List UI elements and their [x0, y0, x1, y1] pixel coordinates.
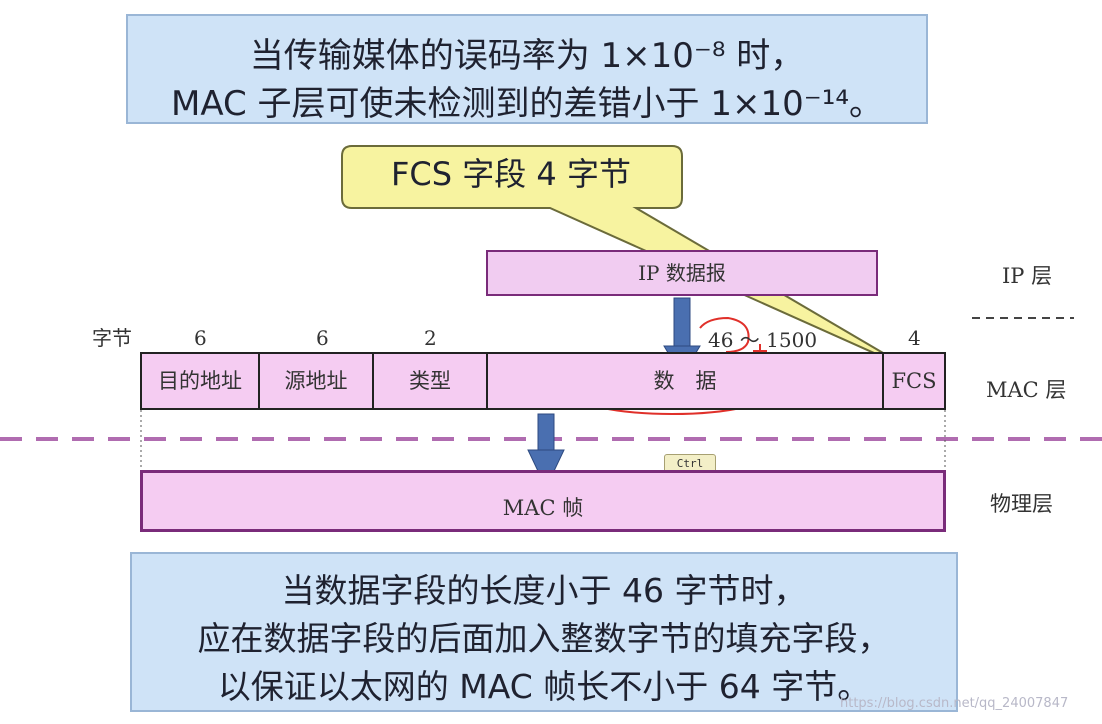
byte-count-data: 46 ～ 1500 — [708, 328, 818, 352]
ctrl-key-badge: Ctrl — [664, 454, 716, 474]
watermark: https://blog.csdn.net/qq_24007847 — [840, 696, 1069, 711]
top-note-box: 当传输媒体的误码率为 1×10⁻⁸ 时， MAC 子层可使未检测到的差错小于 1… — [126, 14, 928, 124]
fcs-callout: FCS 字段 4 字节 — [391, 155, 631, 193]
field-type: 类型 — [374, 354, 488, 408]
mac-frame-fields: 目的地址 源地址 类型 数 据 FCS — [140, 352, 946, 410]
byte-count-type: 2 — [424, 326, 437, 350]
bottom-note-line-2: 应在数据字段的后面加入整数字节的填充字段， — [197, 619, 891, 658]
byte-row-label: 字节 — [92, 326, 132, 350]
mac-frame-box: MAC 帧 — [140, 470, 946, 532]
field-dest-address: 目的地址 — [142, 354, 260, 408]
bottom-note-line-3: 以保证以太网的 MAC 帧长不小于 64 字节。 — [217, 667, 871, 706]
bottom-note-box: 当数据字段的长度小于 46 字节时， 应在数据字段的后面加入整数字节的填充字段，… — [130, 552, 958, 712]
field-src-address: 源地址 — [260, 354, 374, 408]
byte-count-src: 6 — [316, 326, 329, 350]
byte-count-dest: 6 — [194, 326, 207, 350]
layer-label-ip: IP 层 — [1002, 264, 1053, 288]
top-note-line-1: 当传输媒体的误码率为 1×10⁻⁸ 时， — [249, 36, 805, 76]
ip-datagram-box: IP 数据报 — [486, 250, 878, 296]
bottom-note-line-1: 当数据字段的长度小于 46 字节时， — [281, 571, 807, 610]
down-arrow-mac-to-physical — [527, 413, 565, 490]
field-data: 数 据 — [488, 354, 884, 408]
field-fcs: FCS — [891, 369, 937, 393]
layer-label-mac: MAC 层 — [986, 378, 1067, 402]
byte-count-fcs: 4 — [908, 326, 921, 350]
top-note-line-2: MAC 子层可使未检测到的差错小于 1×10⁻¹⁴。 — [171, 84, 883, 124]
layer-label-physical: 物理层 — [990, 492, 1053, 516]
